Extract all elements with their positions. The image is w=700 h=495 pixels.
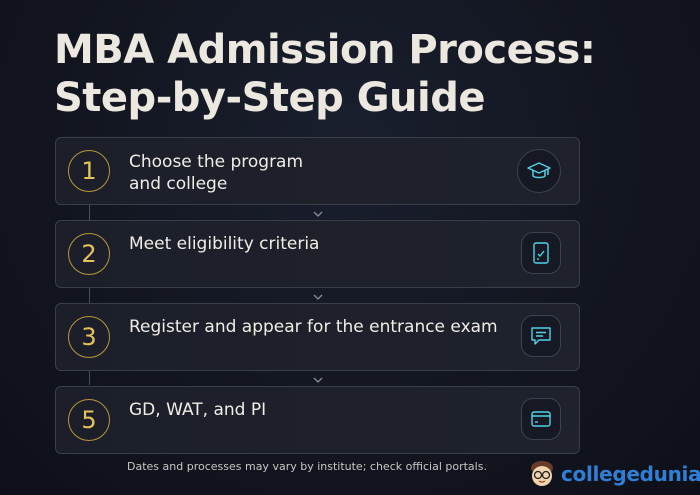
chevron-down-icon [313, 294, 323, 300]
step-connector-line [89, 205, 90, 385]
step-number-2: 2 [68, 233, 110, 275]
step-number-1: 1 [68, 150, 110, 192]
page-title: MBA Admission Process: Step-by-Step Guid… [54, 26, 596, 122]
step-card-2: 2 Meet eligibility criteria [55, 220, 580, 288]
step-label-1: Choose the program and college [129, 152, 304, 194]
graduation-cap-icon [517, 149, 561, 193]
title-line-1: MBA Admission Process: [54, 27, 596, 73]
step-card-1: 1 Choose the program and college [55, 137, 580, 205]
disclaimer-text: Dates and processes may vary by institut… [127, 460, 487, 473]
title-line-2: Step-by-Step Guide [54, 75, 486, 121]
mascot-icon [531, 461, 553, 486]
step-number-3: 3 [68, 316, 110, 358]
step-label-2: Meet eligibility criteria [129, 234, 320, 254]
step-card-5: 5 GD, WAT, and PI [55, 386, 580, 454]
chat-bubble-icon [521, 315, 561, 357]
step-number-5: 5 [68, 399, 110, 441]
id-card-icon [521, 398, 561, 440]
logo-wordmark: collegedunia [561, 462, 700, 486]
chevron-down-icon [313, 211, 323, 217]
step-label-3: Register and appear for the entrance exa… [129, 317, 498, 337]
checklist-document-icon [521, 232, 561, 274]
chevron-down-icon [313, 377, 323, 383]
collegedunia-logo: collegedunia [527, 458, 700, 490]
step-label-5: GD, WAT, and PI [129, 400, 267, 420]
step-card-3: 3 Register and appear for the entrance e… [55, 303, 580, 371]
